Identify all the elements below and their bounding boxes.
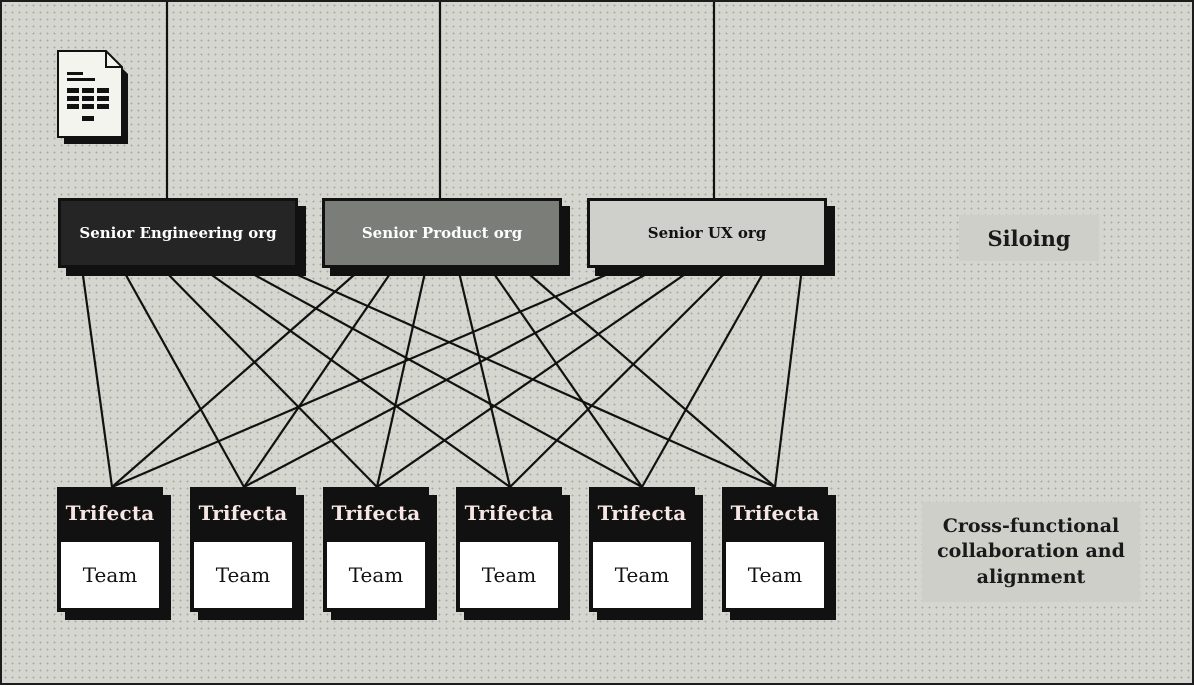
document-table-icon (57, 50, 128, 144)
team-title: Trifecta (464, 501, 554, 525)
org-team-connector (456, 267, 512, 488)
org-team-connector (243, 267, 395, 488)
team-subtitle: Team (61, 542, 159, 608)
org-team-connector (80, 267, 114, 488)
org-team-connector (489, 267, 643, 488)
org-team-connector (773, 267, 804, 488)
org-team-connector (111, 267, 363, 488)
org-team-connector (111, 266, 623, 489)
team-subtitle: Team (327, 542, 425, 608)
org-team-connector (201, 267, 511, 488)
team-title: Trifecta (65, 501, 155, 525)
org-team-connector (375, 267, 428, 488)
team-card: Trifecta Team (589, 487, 695, 612)
org-label: Senior UX org (647, 224, 767, 242)
org-team-connector (243, 267, 659, 488)
team-title: Trifecta (597, 501, 687, 525)
collaboration-label: Cross-functional collaboration and align… (922, 502, 1140, 602)
siloing-label: Siloing (959, 215, 1099, 261)
org-label: Senior Engineering org (79, 224, 277, 242)
org-team-connector (281, 266, 776, 489)
org-team-connector (121, 267, 245, 488)
team-title: Trifecta (331, 501, 421, 525)
org-team-connector (161, 267, 378, 488)
team-card: Trifecta Team (722, 487, 828, 612)
org-label: Senior Product org (361, 224, 523, 242)
org-team-connector (641, 267, 767, 488)
org-box-product: Senior Product org (322, 198, 562, 268)
team-subtitle: Team (726, 542, 824, 608)
team-title: Trifecta (730, 501, 820, 525)
team-card: Trifecta Team (323, 487, 429, 612)
team-subtitle: Team (460, 542, 558, 608)
org-team-connector (376, 267, 695, 488)
team-card: Trifecta Team (57, 487, 163, 612)
org-team-connector (241, 267, 643, 488)
team-card: Trifecta Team (456, 487, 562, 612)
org-team-connector (521, 267, 776, 488)
org-box-engineering: Senior Engineering org (58, 198, 298, 268)
team-title: Trifecta (198, 501, 288, 525)
org-team-connector (509, 267, 731, 488)
team-card: Trifecta Team (190, 487, 296, 612)
team-subtitle: Team (194, 542, 292, 608)
team-subtitle: Team (593, 542, 691, 608)
org-box-ux: Senior UX org (587, 198, 827, 268)
